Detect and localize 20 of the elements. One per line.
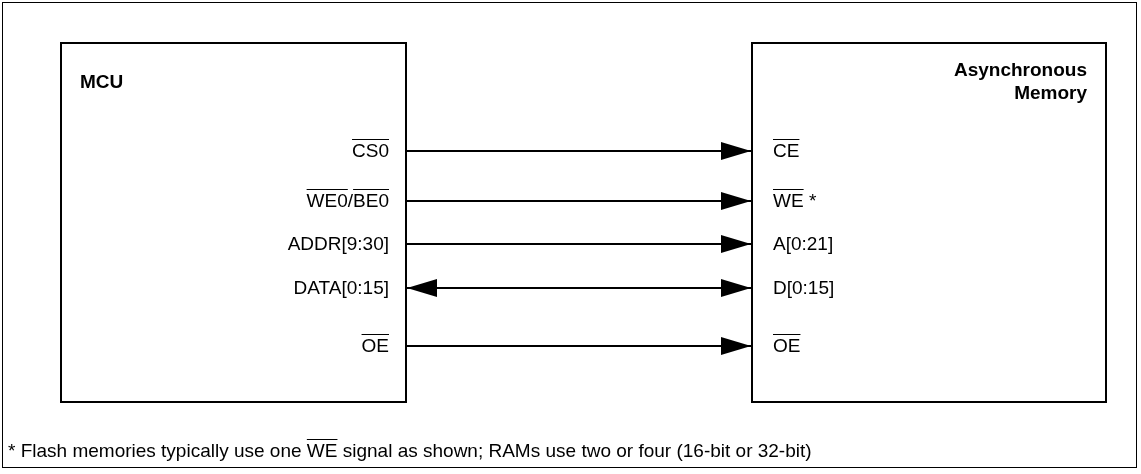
pin-label: WE0/BE0 [306, 190, 389, 211]
pin-label: WE * [773, 190, 817, 211]
mcu-block [60, 42, 407, 403]
block-title: Asynchronous Memory [952, 58, 1087, 104]
block-title: MCU [80, 70, 124, 93]
signal-arrow [406, 337, 752, 355]
signal-arrow [406, 142, 752, 160]
signal-arrow [406, 279, 752, 297]
memory-block [751, 42, 1107, 403]
pin-label: OE [361, 335, 389, 356]
footnote: * Flash memories typically use one WE signal as shown; RAMs use two or four (16-bit or 32-bit) [8, 439, 812, 463]
pin-label: DATA[0:15] [293, 277, 389, 298]
signal-arrow [406, 235, 752, 253]
pin-label: CS0 [352, 140, 389, 161]
pin-label: CE [773, 140, 800, 161]
pin-label: A[0:21] [773, 233, 834, 254]
pin-label: ADDR[9:30] [287, 233, 389, 254]
pin-label: D[0:15] [773, 277, 835, 298]
pin-label: OE [773, 335, 801, 356]
signal-arrow [406, 192, 752, 210]
